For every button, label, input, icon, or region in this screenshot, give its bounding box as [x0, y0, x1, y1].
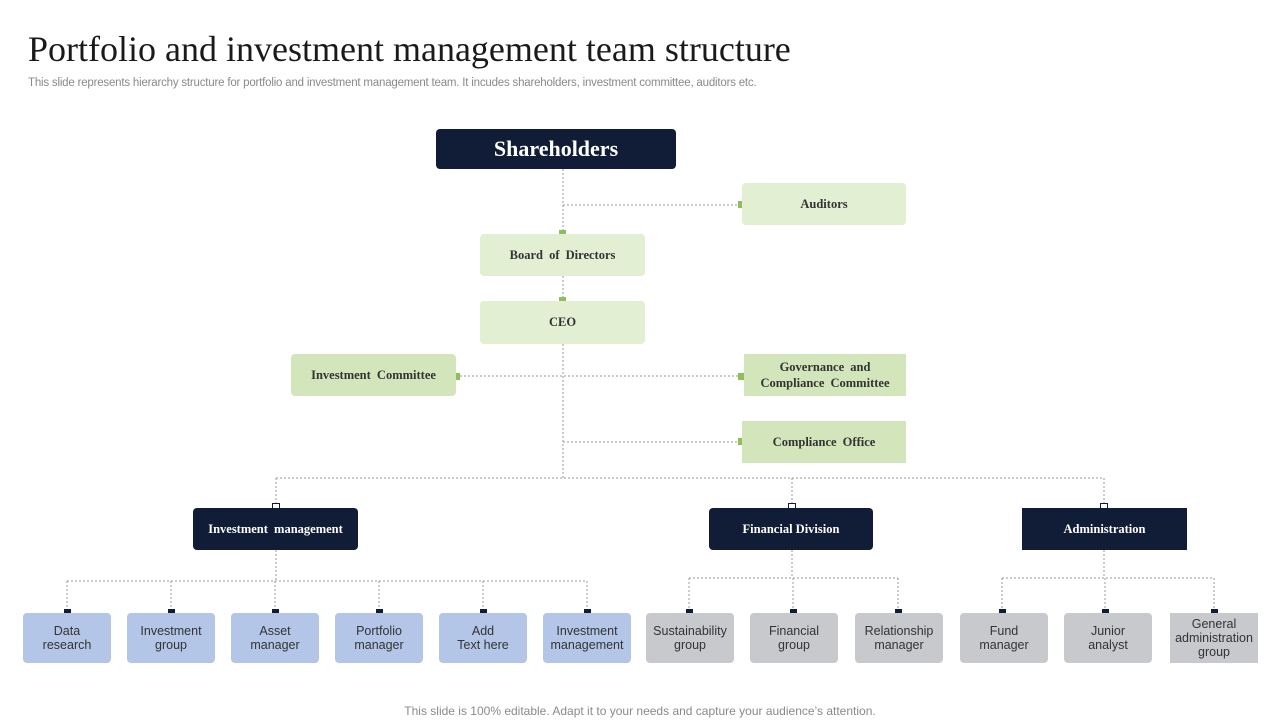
- slide-title: Portfolio and investment management team…: [28, 29, 791, 69]
- node-investment-committee: Investment Committee: [291, 354, 456, 396]
- leaf-add-text-here: Add Text here: [439, 613, 527, 663]
- leaf-financial-group: Financial group: [750, 613, 838, 663]
- leaf-fund-manager: Fund manager: [960, 613, 1048, 663]
- node-board-of-directors: Board of Directors: [480, 234, 645, 276]
- node-shareholders: Shareholders: [436, 129, 676, 169]
- node-financial-division: Financial Division: [709, 508, 873, 550]
- node-investment-management: Investment management: [193, 508, 358, 550]
- leaf-investment-management: Investment management: [543, 613, 631, 663]
- node-ceo: CEO: [480, 301, 645, 344]
- node-administration: Administration: [1022, 508, 1187, 550]
- leaf-junior-analyst: Junior analyst: [1064, 613, 1152, 663]
- slide-footer: This slide is 100% editable. Adapt it to…: [404, 704, 876, 718]
- node-compliance-office: Compliance Office: [742, 421, 906, 463]
- leaf-relationship-manager: Relationship manager: [855, 613, 943, 663]
- leaf-data-research: Data research: [23, 613, 111, 663]
- leaf-investment-group: Investment group: [127, 613, 215, 663]
- leaf-sustainability-group: Sustainability group: [646, 613, 734, 663]
- leaf-general-administration-group: General administration group: [1170, 613, 1258, 663]
- leaf-asset-manager: Asset manager: [231, 613, 319, 663]
- node-governance-compliance-committee: Governance and Compliance Committee: [744, 354, 906, 396]
- slide-subtitle: This slide represents hierarchy structur…: [28, 77, 757, 89]
- node-auditors: Auditors: [742, 183, 906, 225]
- leaf-portfolio-manager: Portfolio manager: [335, 613, 423, 663]
